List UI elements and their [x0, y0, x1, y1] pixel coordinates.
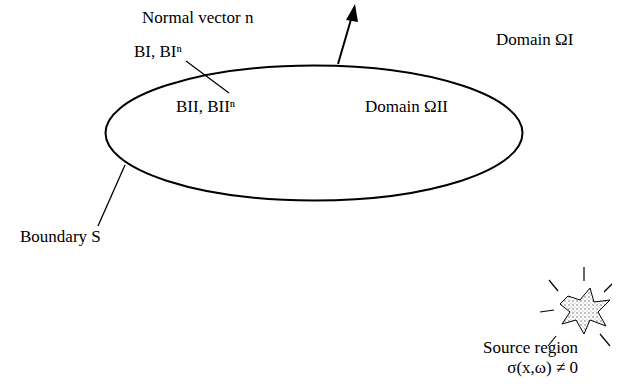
domain-label: Domain ΩII	[365, 97, 448, 117]
leader-line	[98, 165, 125, 226]
figure-label: BI, BIⁿ	[134, 42, 182, 62]
boundary-outline	[104, 64, 524, 202]
figure-label: BII, BIIⁿ	[176, 97, 235, 117]
domain-ellipse: Domain ΩII	[104, 64, 524, 202]
normal-arrow	[338, 16, 352, 64]
figure-label: Domain ΩI	[496, 30, 573, 50]
figure-label: Normal vector n	[142, 8, 253, 28]
figure-label: Boundary S	[20, 227, 101, 247]
arrow-head	[346, 4, 358, 22]
source-star	[560, 288, 610, 334]
source-rays	[540, 267, 612, 346]
figure-label: Source region σ(x,ω) ≠ 0	[468, 338, 578, 377]
leader-line	[186, 61, 229, 93]
